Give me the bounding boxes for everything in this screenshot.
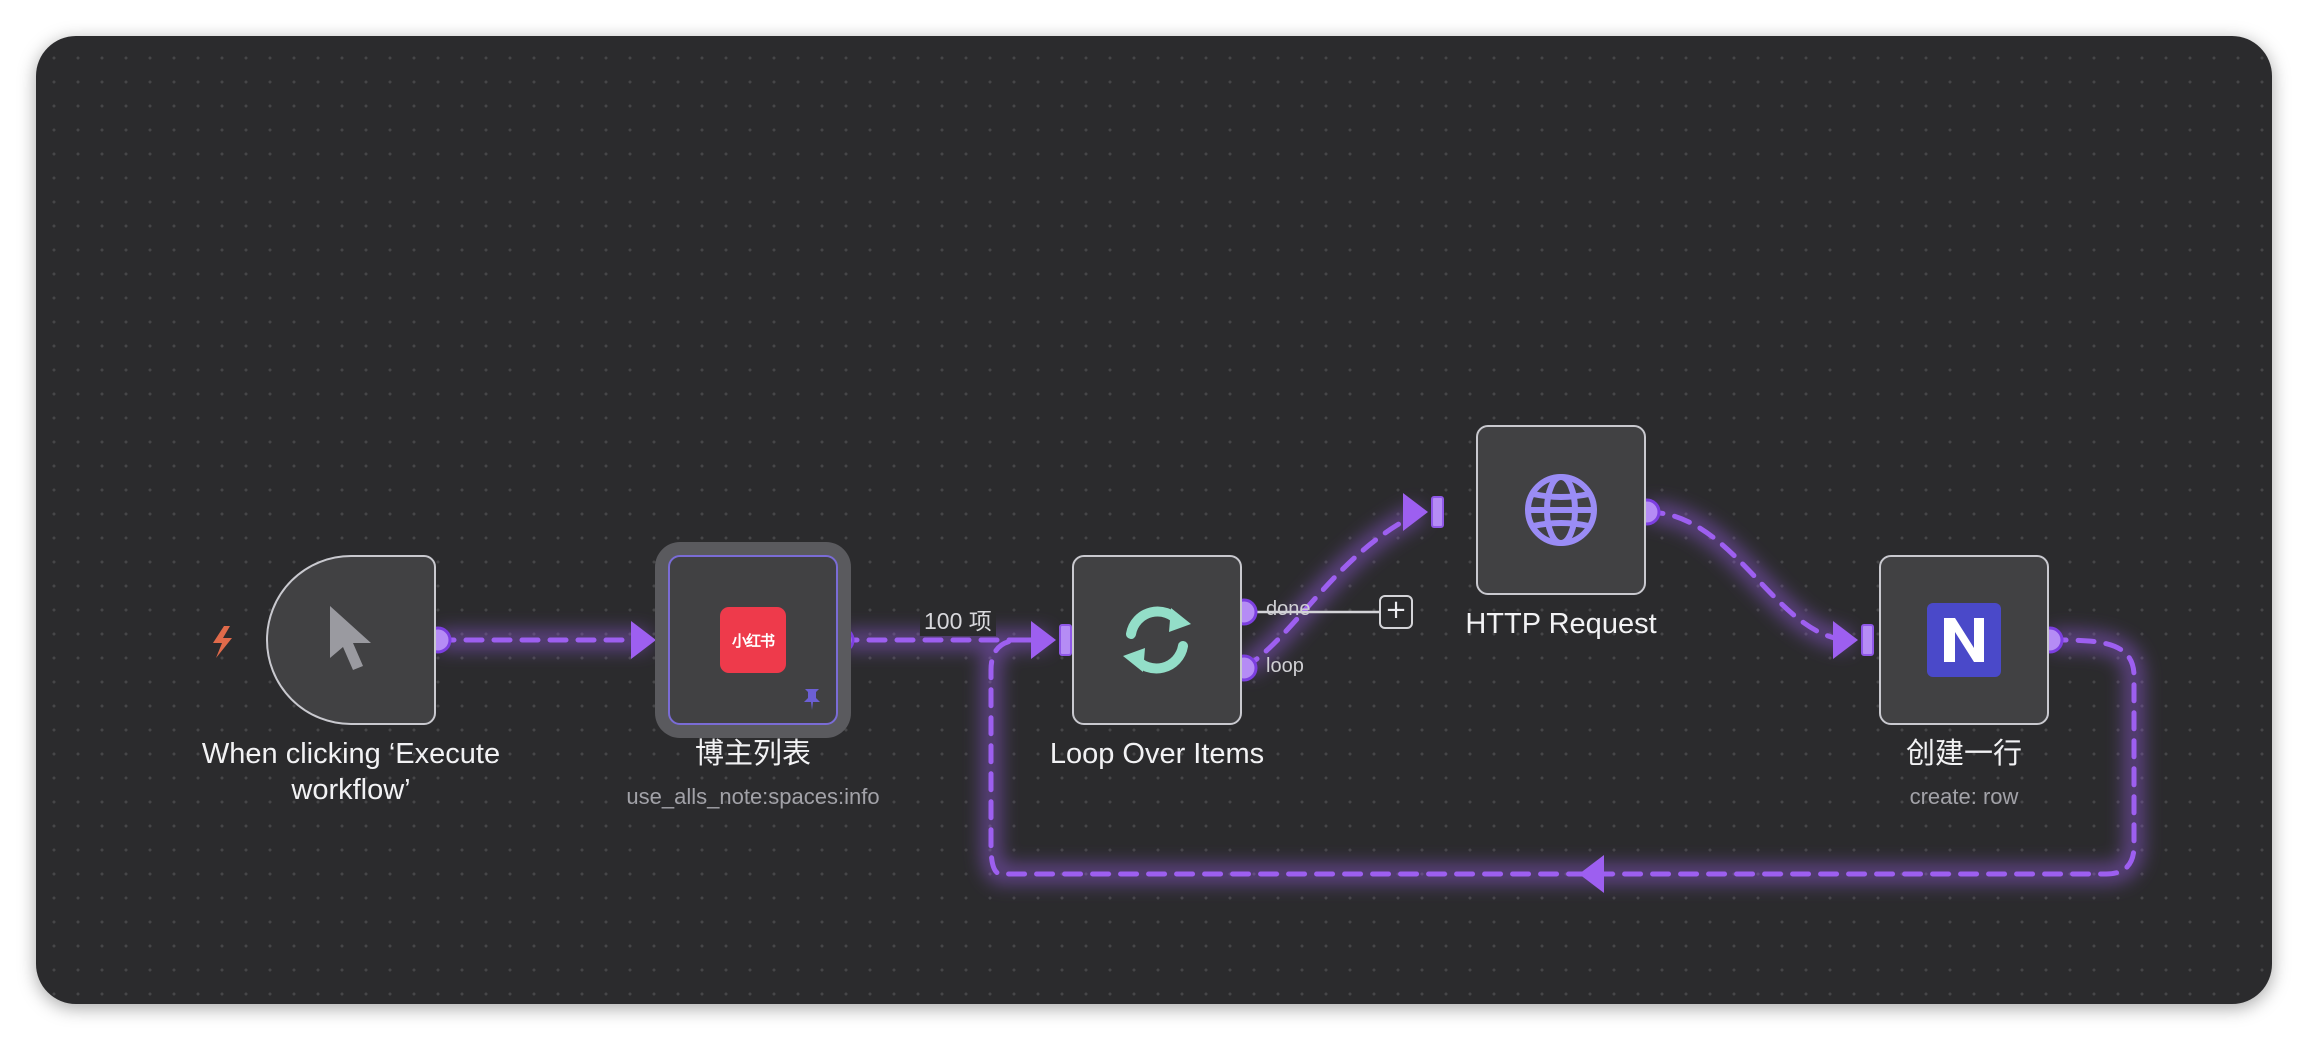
arrowhead-loop-input bbox=[1031, 621, 1056, 659]
xiaohongshu-logo-icon: 小红书 bbox=[720, 607, 786, 673]
workflow-canvas[interactable]: When clicking ‘Execute workflow’ 小红书 博主列… bbox=[36, 36, 2272, 1004]
node-manual-trigger-title: When clicking ‘Execute workflow’ bbox=[201, 738, 501, 806]
cursor-arrow-icon bbox=[330, 606, 371, 670]
node-http-request-title: HTTP Request bbox=[1465, 608, 1657, 640]
node-create-row[interactable] bbox=[1879, 555, 2049, 725]
arrowhead-loop-return bbox=[1579, 855, 1604, 893]
node-blogger-list-title: 博主列表 bbox=[694, 738, 812, 770]
node-manual-trigger[interactable] bbox=[266, 555, 436, 725]
notion-logo-icon bbox=[1927, 603, 2001, 677]
arrowheads bbox=[631, 493, 1858, 893]
connection-loop-to-http[interactable] bbox=[1241, 509, 1424, 671]
add-node-after-done-button[interactable]: + bbox=[1379, 595, 1413, 629]
loop-arrows-icon bbox=[1123, 606, 1191, 674]
input-handle-http bbox=[1431, 496, 1444, 528]
loop-output-loop-label: loop bbox=[1266, 655, 1304, 677]
node-blogger-list[interactable]: 小红书 bbox=[668, 555, 838, 725]
node-create-row-title: 创建一行 bbox=[1905, 738, 2023, 770]
input-handle-loop bbox=[1059, 624, 1072, 656]
globe-icon bbox=[1525, 474, 1597, 546]
node-loop-over-items-title: Loop Over Items bbox=[1049, 738, 1265, 770]
edge-item-count-label: 100 项 bbox=[920, 602, 996, 636]
connections-layer bbox=[213, 493, 2144, 893]
arrowhead-create-row-input bbox=[1833, 621, 1858, 659]
pin-icon bbox=[804, 689, 820, 710]
connection-create-row-back-to-loop[interactable] bbox=[988, 637, 2137, 877]
node-loop-over-items[interactable] bbox=[1072, 555, 1242, 725]
input-handle-create-row bbox=[1861, 624, 1874, 656]
arrowhead-blogger-list-input bbox=[631, 621, 656, 659]
node-create-row-subtitle: create: row bbox=[1909, 784, 2019, 809]
arrowhead-http-input bbox=[1403, 493, 1428, 531]
connection-http-to-create-row[interactable] bbox=[1644, 509, 1854, 643]
node-http-request[interactable] bbox=[1476, 425, 1646, 595]
node-blogger-list-subtitle: use_alls_note:spaces:info bbox=[626, 784, 880, 809]
trigger-bolt-icon bbox=[213, 626, 232, 658]
loop-output-done-label: done bbox=[1266, 598, 1311, 620]
